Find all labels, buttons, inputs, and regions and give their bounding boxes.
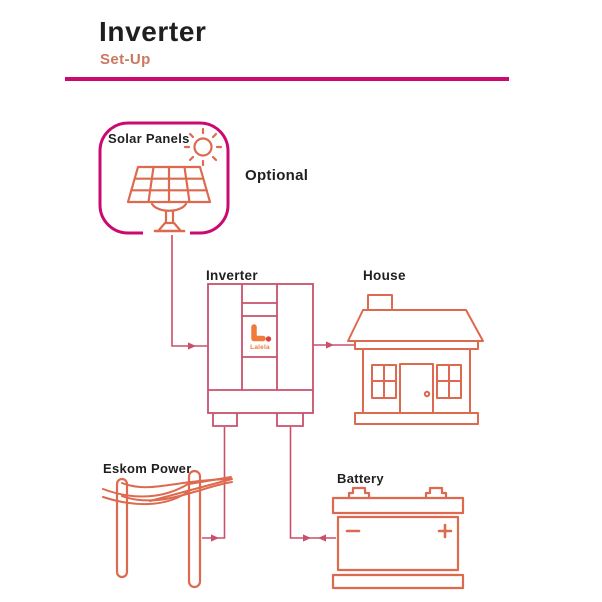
connector-solar-to-inverter: [171, 235, 207, 350]
house-base: [354, 412, 479, 425]
battery-terminal-left: [347, 486, 371, 499]
page-subtitle: Set-Up: [100, 51, 151, 68]
house-label: House: [363, 268, 406, 283]
solar-panels-label: Solar Panels: [108, 131, 190, 146]
connector-eskom-to-inverter: [202, 427, 226, 542]
house-roof: [347, 309, 484, 342]
power-lines-icon: [102, 469, 233, 589]
inverter-label: Inverter: [206, 268, 258, 283]
power-pole-left: [115, 477, 129, 579]
header-divider: [65, 77, 509, 81]
connector-inverter-to-battery: [289, 427, 336, 542]
arrow-right-icon: [188, 342, 196, 350]
inverter-foot-left: [212, 413, 238, 427]
power-pole-right: [187, 469, 202, 589]
house-doorknob: [423, 390, 431, 398]
eskom-power-label: Eskom Power: [103, 461, 192, 476]
arrow-left-icon: [318, 534, 326, 542]
sun-icon: [183, 127, 223, 167]
solar-panels-box: [98, 121, 230, 238]
connector-inverter-to-house: [313, 341, 354, 349]
battery-terminal-right: [424, 486, 448, 499]
battery-icon: [331, 486, 465, 590]
inverter-foot-right: [276, 413, 304, 427]
page-title: Inverter: [99, 16, 207, 47]
house-chimney: [367, 294, 393, 311]
house-door: [399, 363, 434, 414]
battery-plus-sign: [437, 523, 453, 539]
arrow-right-icon: [303, 534, 311, 542]
house-icon: [347, 294, 484, 425]
battery-label: Battery: [337, 471, 384, 486]
lalela-logo-text: Lalela: [250, 344, 270, 351]
solar-panel-icon: [126, 165, 212, 233]
arrow-right-icon: [326, 341, 334, 349]
optional-label: Optional: [245, 167, 309, 184]
inverter-icon: [207, 283, 314, 427]
arrow-right-icon: [211, 534, 219, 542]
lalela-logo-icon: [251, 324, 272, 342]
solar-box-gap: [143, 227, 190, 238]
